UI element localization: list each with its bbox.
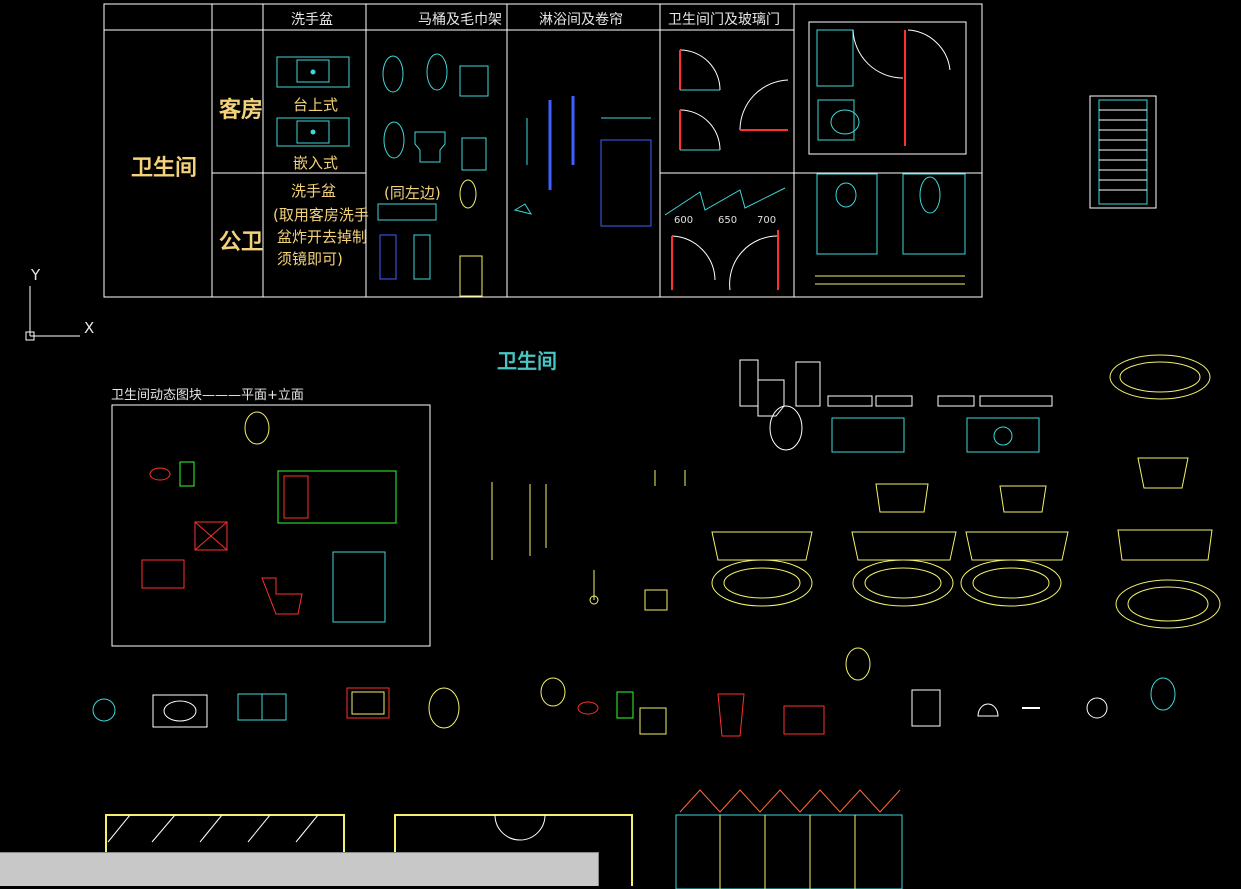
public-sink-note-3: 须镜即可) (277, 250, 343, 268)
bathroom-plan (815, 29, 966, 285)
col-header-sink: 洗手盆 (291, 12, 333, 28)
block-table (103, 3, 983, 298)
public-sink-title: 洗手盆 (291, 182, 337, 200)
public-sink-note-2: 盆炸开去掉制 (277, 228, 368, 246)
row-label-guest: 客房 (219, 98, 264, 123)
toilet-stalls (105, 789, 903, 889)
row-label-public: 公卫 (219, 230, 264, 255)
dynamic-block-title: 卫生间动态图块———平面+立面 (111, 388, 304, 403)
door-width-650: 650 (718, 215, 738, 226)
shower-elevations (491, 470, 686, 611)
ucs-icon (25, 286, 80, 341)
door-swing-icons (664, 49, 789, 291)
col-header-toilet: 马桶及毛巾架 (418, 12, 502, 28)
bathtub-icons (711, 354, 1221, 629)
toilet-icons (377, 53, 489, 297)
bathroom-section-title: 卫生间 (497, 349, 557, 373)
dynamic-block-frame (111, 404, 431, 647)
sink-top-mounted (276, 56, 350, 147)
radiator-icon (1089, 95, 1157, 209)
shower-icons (513, 96, 652, 227)
col-header-door: 卫生间门及玻璃门 (668, 12, 780, 28)
row-label-bathroom: 卫生间 (131, 156, 198, 181)
col-header-shower: 淋浴间及卷帘 (539, 12, 623, 28)
sink-top-label: 台上式 (293, 96, 339, 114)
sink-embedded-label: 嵌入式 (293, 154, 339, 172)
ucs-y-label: Y (31, 266, 41, 284)
same-left-label: (同左边) (384, 184, 441, 202)
ucs-x-label: X (84, 319, 95, 337)
door-width-700: 700 (757, 215, 777, 226)
door-width-600: 600 (674, 215, 694, 226)
bottom-fixtures (92, 647, 1176, 737)
public-sink-note-1: (取用客房洗手 (273, 206, 369, 224)
command-line-panel[interactable] (0, 852, 599, 886)
toilet-elevations (739, 359, 1053, 453)
